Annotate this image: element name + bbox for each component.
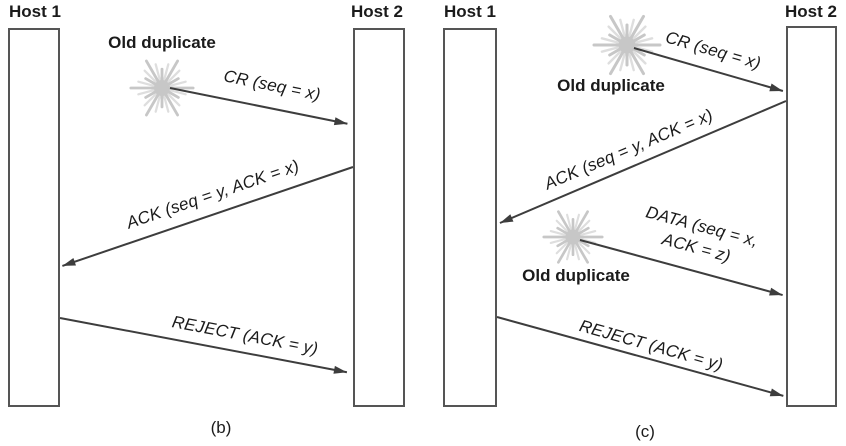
old-duplicate-starburst-icon [592,14,662,76]
old-duplicate-starburst-icon [129,59,195,117]
reject-message-arrow [496,316,784,397]
old-duplicate-label: Old duplicate [557,76,665,95]
data-message-label: DATA (seq = x, ACK = z) [637,201,760,274]
ack-message-label: ACK (seq = y, ACK = x) [123,156,302,233]
host2-label: Host 2 [785,2,837,21]
panel-c-caption: (c) [635,422,655,441]
host1-label: Host 1 [444,2,496,21]
old-duplicate-starburst-icon [542,210,604,264]
old-duplicate-label: Old duplicate [108,33,216,52]
host1-timeline-bar [8,28,60,407]
host1-timeline-bar [443,28,497,407]
host2-label: Host 2 [351,2,403,21]
ack-message-arrow [62,166,354,267]
host2-timeline-bar [353,28,405,407]
host2-timeline-bar [786,26,837,407]
cr-message-label: CR (seq = x) [663,27,764,73]
old-duplicate-label: Old duplicate [522,266,630,285]
ack-message-label: ACK (seq = y, ACK = x) [541,105,716,194]
host1-label: Host 1 [9,2,61,21]
panel-b-caption: (b) [210,418,232,437]
